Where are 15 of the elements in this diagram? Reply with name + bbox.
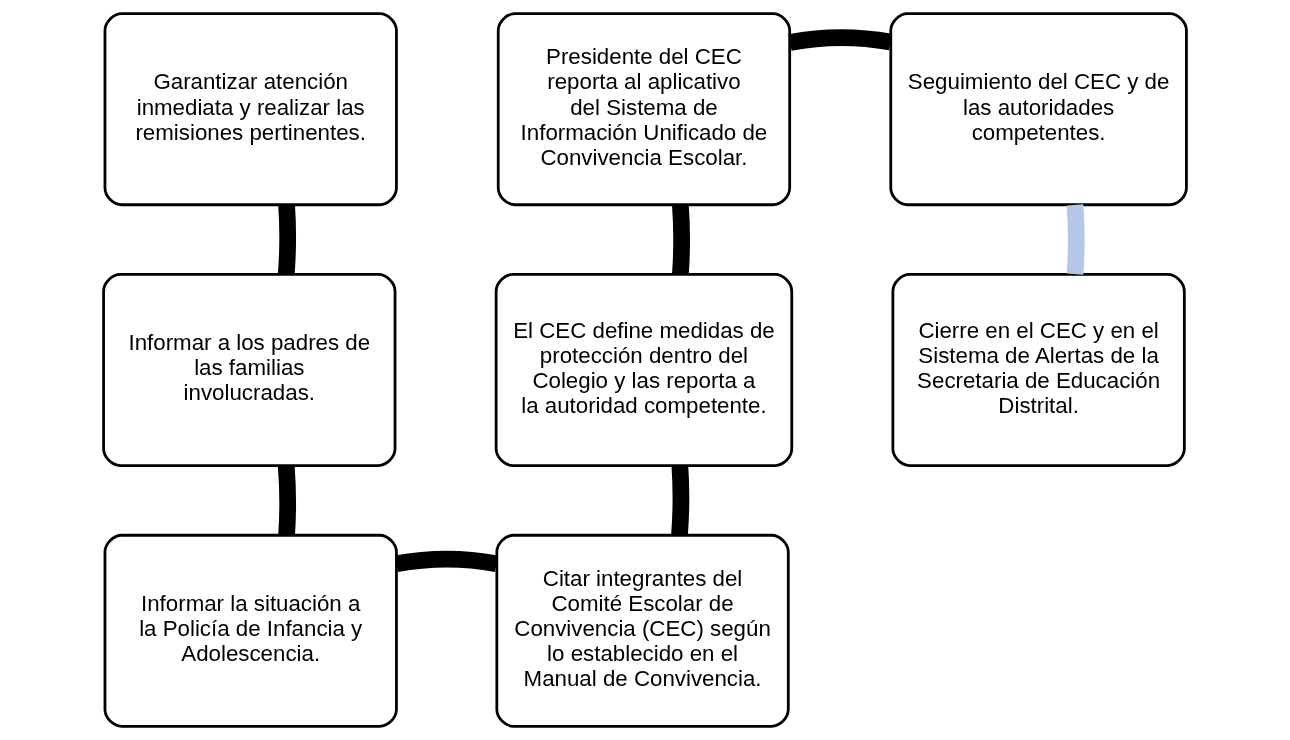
node-box: Garantizar atención inmediata y realizar las remisiones pertinentes.	[103, 12, 398, 207]
connector	[788, 29, 892, 51]
connector	[277, 465, 296, 536]
connector	[277, 204, 296, 275]
node-box: El CEC define medidas de protección dentro del Colegio y las reporta a la autoridad competente.	[494, 273, 794, 467]
node-box: Informar la situación a la Policía de Infancia y Adolescencia.	[103, 533, 398, 728]
node-box: Cierre en el CEC y en el Sistema de Alertas de la Secretaria de Educación Distrital.	[891, 273, 1186, 467]
node-box: Seguimiento del CEC y de las autoridades competentes.	[889, 12, 1188, 207]
node-box: Presidente del CEC reporta al aplicativo del Sistema de Información Unificado de Convivencia Escolar.	[496, 12, 792, 207]
node-box: Citar integrantes del Comité Escolar de Convivencia (CEC) según lo establecido en el Manual de Convivencia.	[495, 533, 790, 728]
connector	[672, 204, 690, 275]
connector	[395, 550, 498, 573]
node-box: Informar a los padres de las familias involucradas.	[102, 273, 397, 467]
connector	[671, 465, 690, 536]
connector	[1066, 204, 1085, 275]
